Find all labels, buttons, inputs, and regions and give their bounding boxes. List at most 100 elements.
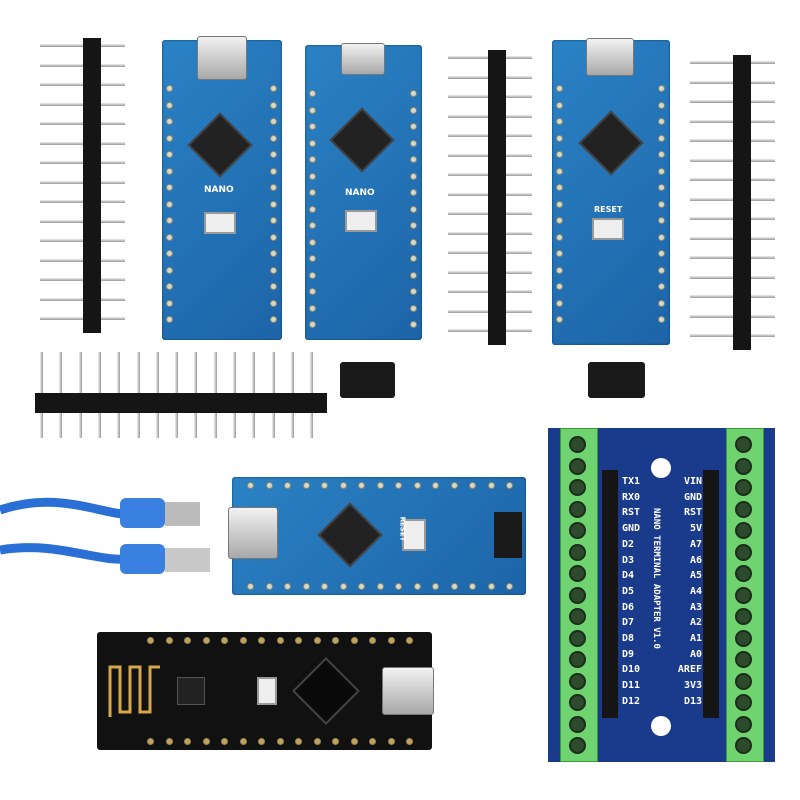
mini-usb-connector: [586, 38, 634, 76]
pin-pad: [413, 583, 421, 590]
pin-pad: [270, 184, 277, 191]
pin-pad: [556, 250, 563, 257]
pin-pad: [165, 738, 173, 745]
pin-pad: [556, 283, 563, 290]
nano-board-micro-usb: NANO: [305, 43, 422, 340]
icsp-header: [494, 512, 522, 558]
pin-pad: [265, 583, 273, 590]
screw-terminal: [735, 479, 752, 496]
pin-pad: [450, 482, 458, 489]
pin-pad: [350, 738, 358, 745]
pin-pad: [450, 583, 458, 590]
pin-pad: [487, 583, 495, 590]
usb-c-connector: [197, 36, 247, 80]
pin-pad: [221, 738, 228, 745]
pin-label-left: D12: [622, 695, 641, 707]
pin-pad: [658, 217, 665, 224]
pin-label-left: D3: [622, 554, 635, 566]
pin-pad: [147, 738, 154, 745]
screw-terminal: [569, 522, 586, 539]
nano-board-mini-usb: RESET: [552, 38, 670, 345]
pin-pad: [506, 583, 513, 590]
pin-pad: [410, 156, 417, 163]
pin-pad: [166, 118, 173, 125]
screw-terminal: [735, 694, 752, 711]
radio-chip: [177, 677, 205, 705]
pin-pad: [406, 738, 413, 745]
pin-pad: [410, 139, 417, 147]
pin-pad: [410, 172, 417, 180]
pin-pad: [556, 184, 563, 191]
pin: [40, 278, 125, 281]
pin-pad: [166, 167, 173, 175]
pin-pad: [556, 316, 563, 323]
pin-pad: [166, 151, 173, 158]
pin-pad: [309, 189, 316, 196]
pin-pad: [166, 266, 173, 274]
pin-pad: [410, 321, 417, 328]
pin-pad: [147, 637, 154, 644]
board-label: NANO: [345, 188, 375, 198]
pin: [40, 122, 125, 125]
pin-pad: [284, 583, 291, 590]
pin-pad: [376, 583, 384, 590]
pin: [690, 61, 775, 64]
pin-label-left: D2: [622, 538, 635, 550]
screw-terminal: [569, 715, 586, 733]
pin-pad: [658, 85, 665, 92]
pin: [690, 178, 775, 181]
pin-label-right: VIN: [683, 476, 702, 487]
board-label: NANO: [204, 185, 234, 195]
pin: [40, 141, 125, 145]
pin-label-left: D9: [622, 648, 635, 660]
screw-terminal: [569, 672, 586, 690]
screw-terminal: [569, 436, 586, 453]
pin-pad: [410, 304, 417, 312]
usb-c-connector: [382, 667, 434, 715]
pin-pad: [556, 134, 563, 142]
pin-pad: [247, 583, 254, 590]
pin-pad: [410, 189, 417, 196]
pin-pad: [309, 123, 316, 130]
pin-pad: [658, 151, 665, 158]
pin: [40, 44, 125, 47]
pin-pad: [295, 738, 302, 745]
pin: [40, 200, 125, 203]
pin-pad: [556, 85, 563, 92]
pin-label-right: A3: [689, 601, 702, 613]
pin-pad: [270, 250, 277, 257]
pin-pad: [309, 255, 316, 262]
pin-pad: [258, 738, 265, 745]
screw-terminal: [735, 436, 752, 453]
pin-pad: [556, 200, 563, 208]
pin-pad: [410, 205, 417, 213]
pin: [690, 236, 775, 240]
pin-pad: [270, 134, 277, 142]
pin-pad: [309, 304, 316, 312]
pin-label-right: A5: [689, 570, 702, 582]
reset-button: [345, 210, 377, 232]
pin-pad: [556, 266, 563, 274]
pin-pad: [239, 738, 247, 745]
pin-pad: [270, 217, 277, 224]
nano-board-typec: NANO: [162, 36, 282, 340]
pin-pad: [270, 299, 277, 307]
pin-pad: [658, 200, 665, 208]
pin-pad: [270, 266, 277, 274]
pin-pad: [556, 217, 563, 224]
pin-label-right: 5V: [689, 523, 702, 535]
pin-pad: [302, 583, 310, 590]
pin-label-right: RST: [683, 507, 702, 519]
pin-pad: [556, 167, 563, 175]
pin-pad: [556, 233, 563, 241]
pin-pad: [410, 222, 417, 229]
pin-pad: [332, 738, 339, 745]
screw-terminal: [569, 629, 586, 647]
screw-terminal: [569, 479, 586, 496]
screw-terminal: [569, 586, 586, 604]
pin-pad: [658, 283, 665, 290]
micro-usb-connector: [341, 43, 385, 75]
screw-terminal: [735, 651, 752, 668]
pin: [40, 83, 125, 86]
pin-pad: [309, 288, 316, 295]
